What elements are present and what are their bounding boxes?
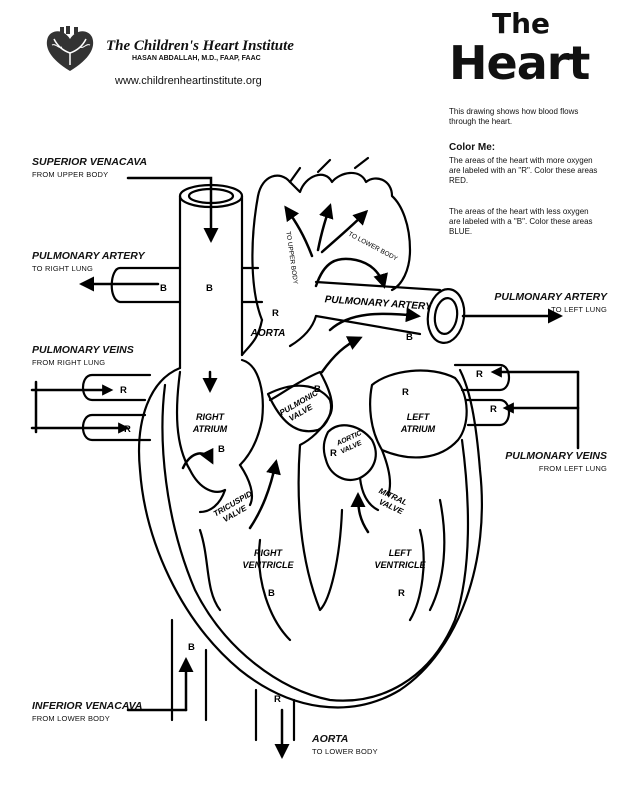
label-inferior-venacava-sub: FROM LOWER BODY [32, 714, 111, 723]
mitral-valve [358, 448, 392, 512]
marker-r-left-atrium: R [402, 387, 409, 398]
label-pulmonary-artery-left-lung: PULMONARY ARTERY [494, 291, 607, 303]
label-pulmonary-artery-left-lung-sub: TO LEFT LUNG [551, 305, 607, 314]
marker-r-pv-upper-right: R [476, 369, 483, 380]
inferior-venacava [170, 618, 208, 722]
ventricle-trabeculae [198, 498, 446, 642]
marker-b-pulmonic: B [314, 384, 321, 395]
intro-text: This drawing shows how blood flows throu… [449, 107, 579, 126]
label-pulmonary-artery-inner: PULMONARY ARTERY [324, 294, 433, 313]
title-line1: The [492, 7, 551, 40]
pulmonary-vein-upper-right [453, 363, 511, 392]
title-line2: Heart [449, 36, 590, 90]
marker-r-pv-upper-left: R [120, 385, 127, 396]
label-right-atrium-2: ATRIUM [192, 424, 228, 434]
pulmonary-artery-opening [426, 288, 466, 344]
superior-venacava [178, 194, 244, 370]
arrow-upper-body-2 [316, 203, 334, 252]
pulmonic-valve [266, 384, 333, 433]
arrow-lower-body [314, 257, 388, 289]
pulmonary-vein-upper-left [81, 373, 152, 402]
marker-b-svc: B [206, 283, 213, 294]
website-url: www.childrenheartinstitute.org [115, 75, 262, 87]
marker-r-pv-lower-left: R [124, 424, 131, 435]
label-left-atrium-2: ATRIUM [400, 424, 436, 434]
label-left-ventricle-1: LEFT [389, 548, 413, 558]
label-left-ventricle-2: VENTRICLE [374, 560, 426, 570]
marker-r-left-ventricle: R [398, 588, 405, 599]
label-aorta-top: AORTA [250, 328, 286, 339]
marker-b-right-ventricle: B [268, 588, 275, 599]
arrow-upper-body-3 [320, 209, 369, 254]
aortic-arch [251, 171, 412, 322]
arrow-tricuspid-flow [181, 447, 214, 470]
tricuspid-valve [198, 463, 254, 514]
doctor-name: HASAN ABDALLAH, M.D., FAAP, FAAC [132, 55, 261, 62]
color-me-red-text: The areas of the heart with more oxygen … [449, 156, 598, 185]
arrow-rv-to-pulmonic [248, 459, 281, 530]
marker-b-pa-trunk: B [406, 332, 413, 343]
arrow-mitral-flow [350, 492, 370, 534]
label-superior-venacava: SUPERIOR VENACAVA [32, 156, 148, 168]
marker-r-aorta: R [272, 308, 279, 319]
arrow-pa-trunk-flow [328, 307, 421, 332]
marker-b-right-atrium: B [218, 444, 225, 455]
label-aorta-lower: AORTA [312, 733, 349, 745]
color-me-blue-text: The areas of the heart with less oxygen … [449, 207, 593, 236]
label-right-ventricle-2: VENTRICLE [242, 560, 294, 570]
arrow-pulmonic-up [320, 336, 363, 374]
institute-logo [40, 25, 102, 75]
label-superior-venacava-sub: FROM UPPER BODY [32, 170, 109, 179]
left-atrium-wall [369, 369, 468, 459]
marker-r-aortic: R [330, 448, 337, 459]
descending-aorta [254, 688, 296, 742]
arrow-upper-body [284, 205, 314, 258]
marker-b-ivc: B [188, 642, 195, 653]
label-right-ventricle-1: RIGHT [254, 548, 284, 558]
inner-wall [161, 383, 470, 702]
label-to-lower-body: TO LOWER BODY [347, 231, 399, 263]
heart-logo-icon [46, 26, 94, 71]
institute-name: The Children's Heart Institute [106, 38, 294, 54]
label-pulmonary-artery-right-lung-sub: TO RIGHT LUNG [32, 264, 94, 273]
label-pulmonary-veins-right-lung: PULMONARY VEINS [32, 344, 134, 356]
label-pulmonary-veins-right-lung-sub: FROM RIGHT LUNG [32, 358, 106, 367]
label-aorta-lower-sub: TO LOWER BODY [312, 747, 378, 756]
right-atrium-wall [175, 358, 264, 493]
label-to-upper-body: TO UPPER BODY [284, 231, 298, 285]
label-pulmonary-veins-left-lung: PULMONARY VEINS [505, 450, 607, 462]
arrow-superior-vena-flow [126, 176, 219, 243]
heart-outline [138, 366, 483, 709]
label-right-atrium-1: RIGHT [196, 412, 226, 422]
marker-b-pa-left: B [160, 283, 167, 294]
label-pulmonary-veins-left-lung-sub: FROM LEFT LUNG [538, 464, 607, 473]
color-me-heading: Color Me: [449, 142, 496, 153]
marker-r-pv-lower-right: R [490, 404, 497, 415]
marker-r-descending-aorta: R [274, 694, 281, 705]
label-inferior-venacava: INFERIOR VENACAVA [32, 700, 143, 712]
label-left-atrium-1: LEFT [407, 412, 431, 422]
label-pulmonary-artery-right-lung: PULMONARY ARTERY [32, 250, 145, 262]
